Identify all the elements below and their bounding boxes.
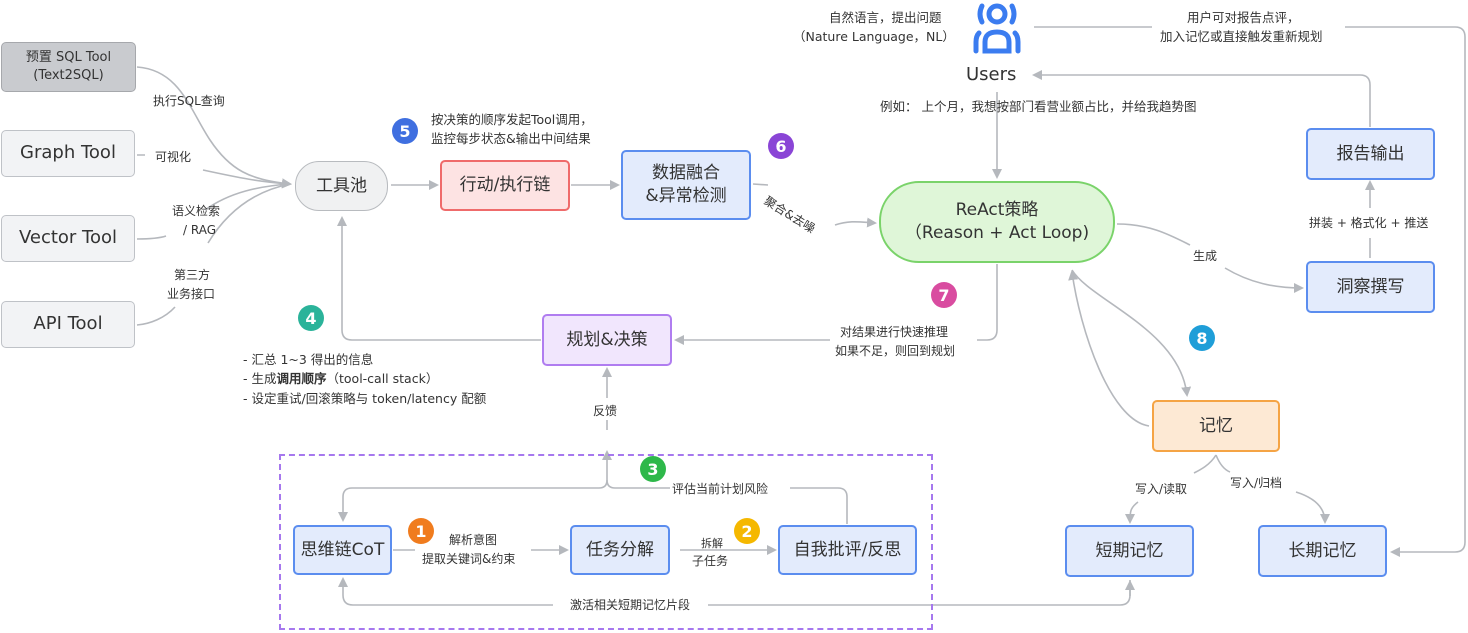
step-badge-3: 3 [640,456,666,482]
edge-label-parse-1: 解析意图 [449,533,498,547]
short-memory-node[interactable]: 短期记忆 [1065,525,1194,577]
edge-memory-to-short [1130,454,1217,522]
planning-note-2-suffix: （tool-call stack） [326,371,439,387]
tool-pool-node[interactable]: 工具池 [295,161,388,211]
step-badge-8: 8 [1189,325,1215,351]
edge-label-api-1: 第三方 [174,268,211,282]
react-label-2: （Reason + Act Loop) [904,223,1090,243]
sql-tool-node[interactable]: 预置 SQL Tool (Text2SQL) [1,42,136,92]
step5-desc-2: 监控每步状态&输出中间结果 [431,131,591,146]
action-chain-label: 行动/执行链 [459,175,551,196]
edge-label-graph: 可视化 [155,150,192,164]
step5-desc-1: 按决策的顺序发起Tool调用， [431,112,593,127]
short-memory-label: 短期记忆 [1095,540,1164,561]
insight-writing-node[interactable]: 洞察撰写 [1306,261,1435,313]
users-input-desc-2: （Nature Language，NL） [793,29,955,44]
planning-notes: - 汇总 1~3 得出的信息 - 生成调用顺序（tool-call stack）… [243,350,486,408]
tool-pool-label: 工具池 [316,175,367,196]
step-badge-2: 2 [734,518,760,544]
api-tool-node[interactable]: API Tool [1,301,135,348]
edge-api-to-pool [136,183,291,326]
step-badge-4: 4 [298,305,324,331]
edge-react-to-planning [676,264,998,340]
edge-label-vector-1: 语义检索 [172,204,221,218]
edge-memory-to-long [1215,454,1325,522]
graph-tool-label: Graph Tool [20,142,116,164]
users-example: 例如： 上个月，我想按部门看营业额占比，并给我趋势图 [880,99,1197,114]
data-fusion-label-1: 数据融合 [652,163,720,184]
step-badge-1: 1 [408,518,434,544]
report-output-label: 报告输出 [1336,143,1405,164]
graph-tool-node[interactable]: Graph Tool [1,130,135,177]
sql-tool-subtitle: (Text2SQL) [33,68,104,83]
edge-sql-to-pool [136,66,292,189]
edge-label-feedback: 反馈 [593,402,618,420]
vector-tool-node[interactable]: Vector Tool [1,215,135,262]
memory-node[interactable]: 记忆 [1152,400,1280,452]
edge-memory-to-react [1068,270,1150,427]
task-decompose-label: 任务分解 [586,539,654,560]
edge-label-vector-2: / RAG [183,223,217,237]
reasoning-group-frame [279,454,933,630]
planning-note-3: - 设定重试/回滚策略与 token/latency 配额 [243,390,487,406]
planning-node[interactable]: 规划&决策 [542,314,672,366]
users-label: Users [966,64,1017,85]
edge-label-write-archive: 写入/归档 [1230,476,1283,490]
edge-graph-to-pool [137,154,290,184]
edge-report-to-users [1032,70,1371,127]
users-input-desc-1: 自然语言，提出问题 [829,10,942,25]
planning-label: 规划&决策 [566,329,648,350]
planning-note-2-prefix: - 生成 [243,371,277,387]
edge-planning-to-pool [337,216,541,341]
users-feedback-1: 用户可对报告点评， [1187,10,1300,25]
data-fusion-node[interactable]: 数据融合 &异常检测 [621,150,751,220]
report-output-node[interactable]: 报告输出 [1306,128,1435,180]
planning-note-2: - 生成调用顺序（tool-call stack） [243,369,486,388]
edge-label-api-2: 业务接口 [167,287,216,301]
long-memory-label: 长期记忆 [1288,540,1357,561]
edge-label-generate: 生成 [1193,249,1218,263]
edge-label-split-2: 子任务 [692,554,729,568]
edge-react-to-insight [1116,223,1302,288]
data-fusion-label-2: &异常检测 [645,186,727,206]
edge-label-assemble: 拼装 + 格式化 + 推送 [1309,214,1429,232]
step7-desc-2: 如果不足，则回到规划 [835,344,956,358]
memory-label: 记忆 [1199,415,1233,436]
step7-desc-1: 对结果进行快速推理 [840,323,949,341]
api-tool-label: API Tool [33,313,103,335]
edge-label-activate-memory: 激活相关短期记忆片段 [570,598,691,612]
edge-split-to-cot [338,479,608,522]
edge-label-split-1: 拆解 [701,537,723,550]
cot-node[interactable]: 思维链CoT [293,525,392,575]
long-memory-node[interactable]: 长期记忆 [1258,525,1387,577]
action-chain-node[interactable]: 行动/执行链 [440,160,570,211]
step-badge-5: 5 [392,118,418,144]
edge-label-parse-2: 提取关键词&约束 [422,552,516,566]
edge-label-write-read: 写入/读取 [1135,482,1188,496]
react-label-1: ReAct策略 [955,200,1039,221]
planning-note-1: - 汇总 1~3 得出的信息 [243,352,374,367]
cot-label: 思维链CoT [300,539,385,560]
step-badge-7: 7 [931,282,957,308]
vector-tool-label: Vector Tool [18,227,118,249]
self-critique-label: 自我批评/反思 [793,539,902,560]
self-critique-node[interactable]: 自我批评/反思 [778,525,917,575]
edge-react-to-memory [1071,269,1192,397]
edge-label-evaluate-risk: 评估当前计划风险 [672,480,769,498]
user-icon[interactable] [965,0,1029,56]
edge-label-sql: 执行SQL查询 [153,94,225,108]
edge-users-to-long-memory [1034,26,1466,552]
insight-writing-label: 洞察撰写 [1336,276,1405,297]
users-feedback-2: 加入记忆或直接触发重新规划 [1160,29,1323,44]
planning-note-2-bold: 调用顺序 [276,371,327,387]
sql-tool-title: 预置 SQL Tool [25,50,112,66]
react-strategy-node[interactable]: ReAct策略 （Reason + Act Loop) [879,181,1115,263]
edge-vector-to-pool [136,183,291,240]
step-badge-6: 6 [768,133,794,159]
edge-fusion-to-react [752,183,875,225]
task-decompose-node[interactable]: 任务分解 [570,525,670,575]
